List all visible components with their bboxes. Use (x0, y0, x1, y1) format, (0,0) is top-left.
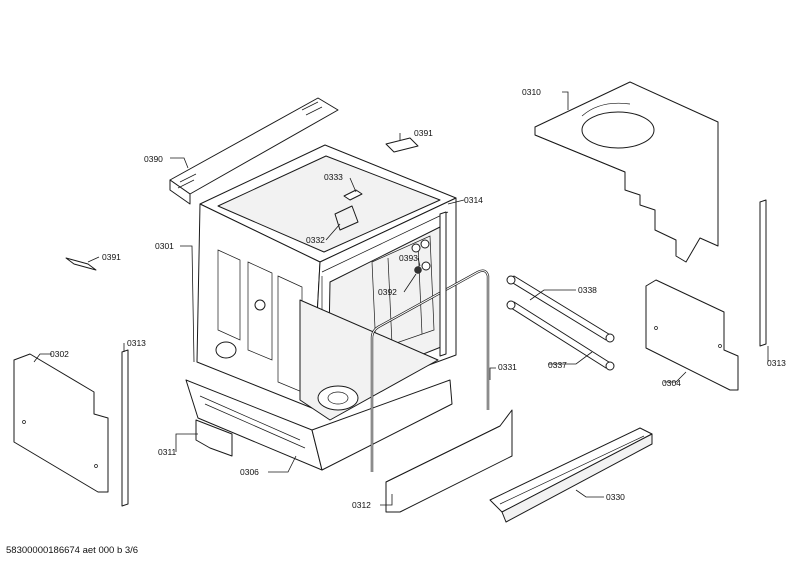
part-0314-strip[interactable] (439, 211, 447, 357)
document-footer-code: 58300000186674 aet 000 b 3/6 (6, 545, 139, 556)
label-0333: 0333 (324, 172, 343, 182)
label-0391-left: 0391 (102, 252, 121, 262)
label-0330: 0330 (606, 492, 625, 502)
part-0312-front-block[interactable] (385, 409, 513, 513)
part-0302-side-panel[interactable] (13, 353, 109, 493)
label-0306: 0306 (240, 467, 259, 477)
label-0392: 0392 (378, 287, 397, 297)
label-0338: 0338 (578, 285, 597, 295)
part-0313-strip-left[interactable] (121, 349, 129, 507)
part-0331-hose[interactable] (370, 269, 490, 472)
part-0330-bottom-tray[interactable] (489, 427, 653, 523)
label-0304: 0304 (662, 378, 681, 388)
part-0313-strip-right[interactable] (759, 199, 767, 347)
part-0337-rail[interactable] (506, 300, 615, 371)
label-0393: 0393 (399, 253, 418, 263)
label-0302: 0302 (50, 349, 69, 359)
label-0391-top: 0391 (414, 128, 433, 138)
part-0391-bracket-top[interactable] (385, 137, 419, 153)
part-0332-hinge[interactable] (334, 205, 359, 231)
part-0310-insulation-mat[interactable] (534, 81, 719, 263)
part-0338-rail[interactable] (506, 275, 615, 343)
part-0390-top-strip[interactable] (169, 97, 339, 205)
part-0311-foot[interactable] (195, 419, 233, 457)
part-labels: 0310 0390 0391 0333 0332 0301 0391 0314 … (50, 87, 786, 510)
part-0306-base[interactable] (185, 299, 453, 471)
part-0304-side-panel[interactable] (645, 279, 739, 391)
label-0312: 0312 (352, 500, 371, 510)
label-0313-right: 0313 (767, 358, 786, 368)
label-0390: 0390 (144, 154, 163, 164)
label-0332: 0332 (306, 235, 325, 245)
label-0301: 0301 (155, 241, 174, 251)
label-0311: 0311 (158, 447, 177, 457)
leader-lines (33, 91, 769, 506)
label-0313-left: 0313 (127, 338, 146, 348)
label-0314: 0314 (464, 195, 483, 205)
part-0333-bracket[interactable] (343, 189, 363, 201)
part-0391-bracket-left[interactable] (65, 257, 97, 271)
label-0337: 0337 (548, 360, 567, 370)
label-0310: 0310 (522, 87, 541, 97)
label-0331: 0331 (498, 362, 517, 372)
part-0392-0393-fittings[interactable] (411, 239, 431, 274)
